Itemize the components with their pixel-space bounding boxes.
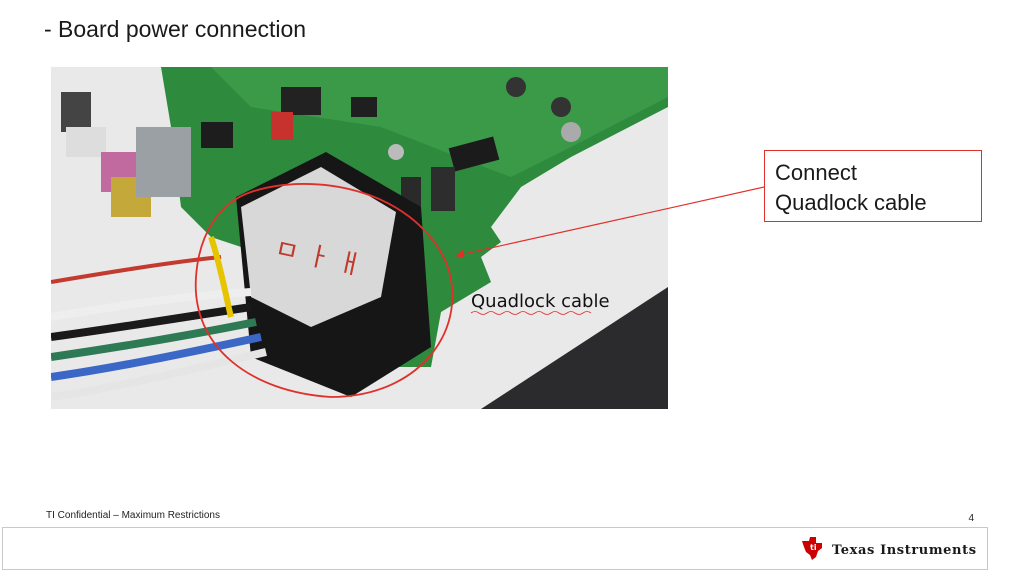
confidential-notice: TI Confidential – Maximum Restrictions: [46, 510, 220, 521]
callout-line-1: Connect: [775, 160, 857, 185]
slide-title: - Board power connection: [44, 16, 307, 42]
highlight-circle: [194, 183, 454, 398]
svg-text:ti: ti: [810, 543, 817, 552]
page-number: 4: [968, 513, 974, 524]
callout-line-2: Quadlock cable: [775, 190, 927, 215]
ti-logo: ti Texas Instruments: [800, 535, 977, 566]
ti-wordmark: Texas Instruments: [832, 543, 977, 558]
board-photo: ㅁ ㅏ ㅐ Quadlock cable: [51, 67, 668, 409]
callout-box: Connect Quadlock cable: [764, 150, 982, 222]
footer-bar: [2, 527, 988, 570]
quadlock-photo-label: Quadlock cable: [471, 291, 610, 312]
ti-logo-icon: ti: [800, 535, 826, 566]
